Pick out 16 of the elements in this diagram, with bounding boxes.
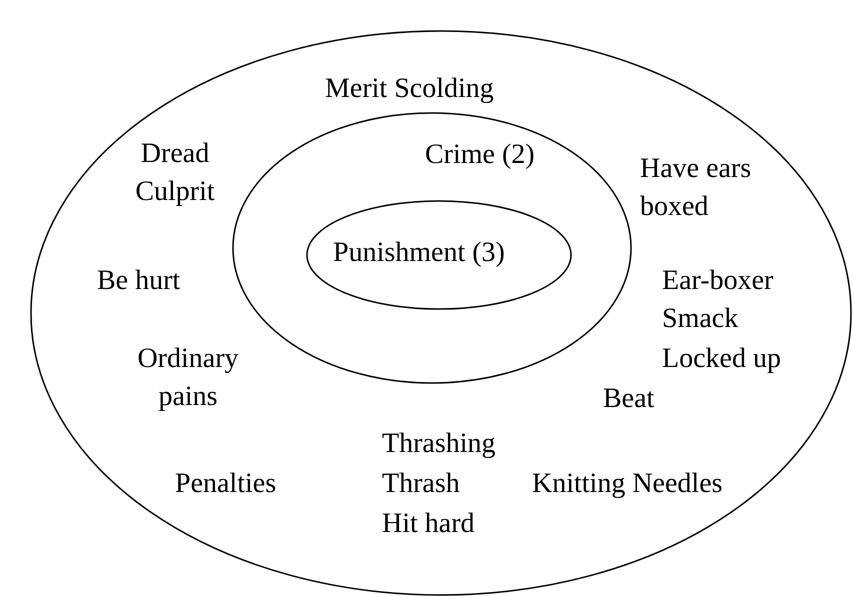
term-label: Thrashing <box>382 427 496 461</box>
term-label: Locked up <box>662 342 781 376</box>
term-label: Hit hard <box>382 507 475 541</box>
term-label: Smack <box>662 302 738 336</box>
term-label: Ordinary pains <box>136 342 240 414</box>
term-label: Have ears boxed <box>640 152 752 224</box>
term-label: Thrash <box>382 467 460 501</box>
term-label: Ear-boxer <box>662 264 774 298</box>
term-label: Beat <box>603 382 654 416</box>
term-label: Crime (2) <box>425 138 535 172</box>
term-label: Penalties <box>175 467 276 501</box>
term-label: Punishment (3) <box>333 236 505 270</box>
term-label: Be hurt <box>97 264 180 298</box>
term-label: Knitting Needles <box>532 467 723 501</box>
term-label: Dread Culprit <box>134 137 216 209</box>
term-label: Merit Scolding <box>325 72 494 106</box>
